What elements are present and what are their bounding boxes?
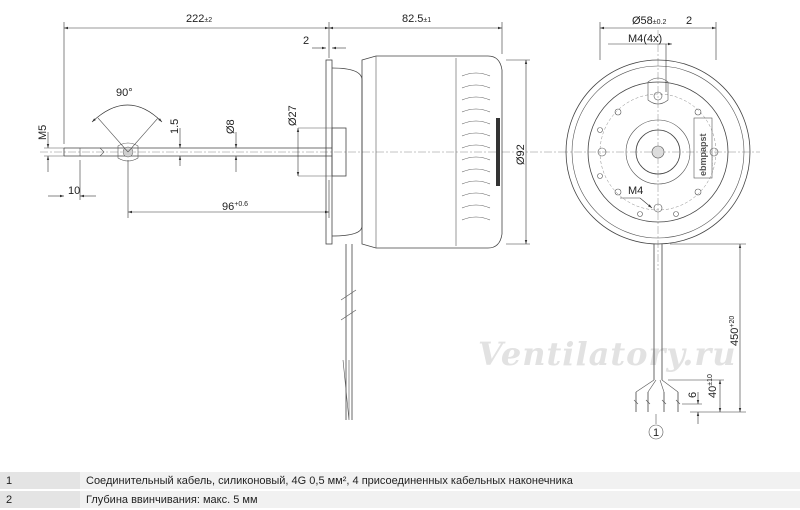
callout-1-circle [648,424,664,440]
cable-front [633,244,681,412]
legend-row-2-text: Глубина ввинчивания: макс. 5 мм [80,490,800,510]
legend-table: 1 Соединительный кабель, силиконовый, 4G… [0,472,800,510]
dim-10: 10 [68,185,80,197]
mounting-holes [597,91,719,217]
legend-row-1-text: Соединительный кабель, силиконовый, 4G 0… [80,472,800,491]
legend-row-1: 1 Соединительный кабель, силиконовый, 4G… [0,472,800,491]
brand-plate: ebmpapst -- -- --- [693,117,716,179]
brand-name: ebmpapst [698,133,708,176]
dim-450: 450+20 [729,316,741,346]
dim-82-5: 82.5±1 [402,13,431,25]
dim-6: 6 [687,392,699,398]
legend-row-2: 2 Глубина ввинчивания: макс. 5 мм [0,490,800,510]
dim-m4: M4 [628,185,643,197]
motor-shaft [63,142,332,162]
dim-m5: M5 [37,125,49,140]
dim-1-5: 1.5 [169,119,181,134]
motor-body [361,55,503,249]
front-view: ebmpapst -- -- --- 1 Ø58±0.2 2 M4(4x) M4 [560,15,760,440]
side-view: 222±2 82.5±1 2 90° M5 1.5 Ø8 Ø27 [37,13,560,421]
legend-row-2-number: 2 [0,490,80,510]
dim-d58: Ø58±0.2 [632,15,666,27]
dim-d27: Ø27 [287,105,299,126]
svg-text:-- -- ---: -- -- --- [710,155,716,172]
dim-2-flange: 2 [303,35,309,47]
dim-40: 40±10 [707,374,719,398]
legend-row-1-number: 1 [0,472,80,491]
dim-222: 222±2 [186,13,212,25]
dim-96: 96+0.6 [222,201,248,213]
cable-side [340,244,357,421]
watermark: Ventilatory.ru [478,335,737,373]
dim-d8: Ø8 [225,119,237,134]
dim-2-front: 2 [686,15,692,27]
dim-90-deg: 90° [116,87,133,99]
dim-d92: Ø92 [515,144,527,165]
callout-1-label: 1 [653,427,659,439]
dim-m4-4x: M4(4x) [628,33,662,45]
technical-drawing: Ventilatory.ru [37,13,760,440]
